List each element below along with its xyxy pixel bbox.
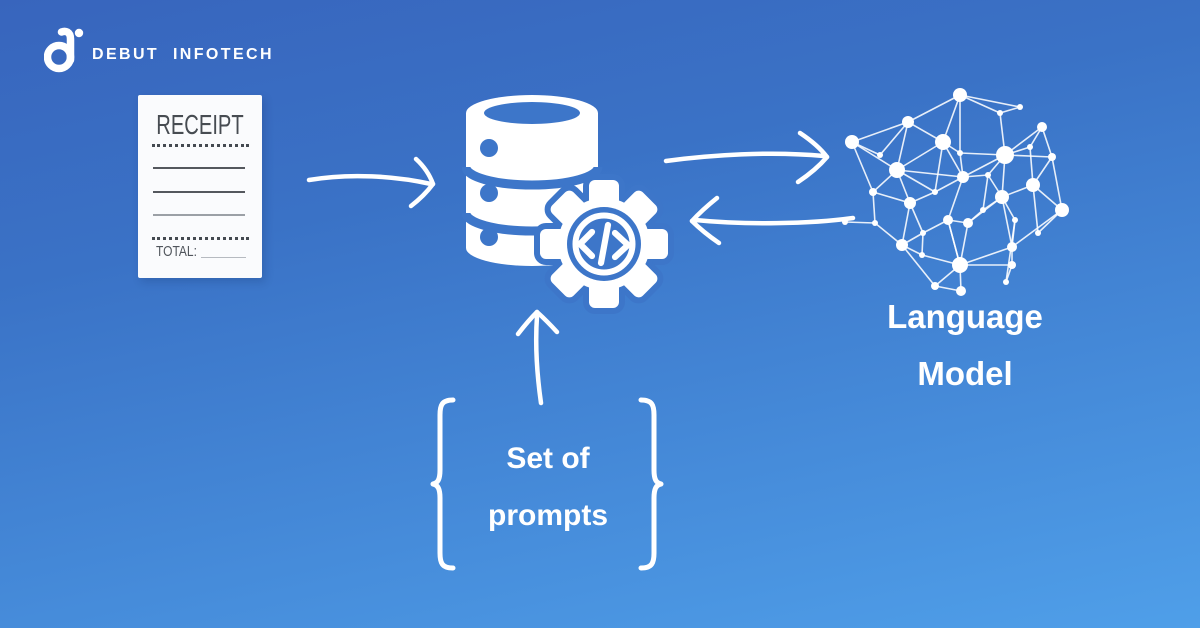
receipt-line bbox=[153, 191, 245, 193]
language-model-line1: Language bbox=[887, 298, 1043, 335]
receipt-line bbox=[153, 214, 245, 216]
receipt-line bbox=[153, 167, 245, 169]
prompts-line1: Set of bbox=[506, 442, 590, 475]
debut-infotech-logo-icon bbox=[44, 27, 84, 73]
gear-code-icon bbox=[534, 174, 674, 314]
receipt-illustration: RECEIPT TOTAL: bbox=[138, 95, 262, 278]
brand-logo: DEBUT INFOTECH bbox=[44, 26, 274, 74]
left-brace-icon bbox=[430, 397, 456, 571]
set-of-prompts-label: Set of prompts bbox=[458, 430, 638, 544]
receipt-total-line bbox=[201, 257, 246, 258]
language-model-label: Language Model bbox=[840, 288, 1090, 402]
receipt-total-label: TOTAL: bbox=[156, 243, 197, 260]
receipt-dotted-divider bbox=[152, 237, 249, 240]
receipt-title: RECEIPT bbox=[156, 109, 244, 140]
receipt-dotted-divider bbox=[152, 144, 249, 147]
prompts-line2: prompts bbox=[488, 499, 608, 532]
code-glyph bbox=[576, 221, 632, 267]
receipt-total-row: TOTAL: bbox=[156, 243, 246, 260]
brand-name: DEBUT INFOTECH bbox=[92, 46, 274, 63]
right-brace-icon bbox=[638, 397, 664, 571]
neural-network-icon bbox=[842, 88, 1069, 296]
language-model-line2: Model bbox=[917, 355, 1013, 392]
